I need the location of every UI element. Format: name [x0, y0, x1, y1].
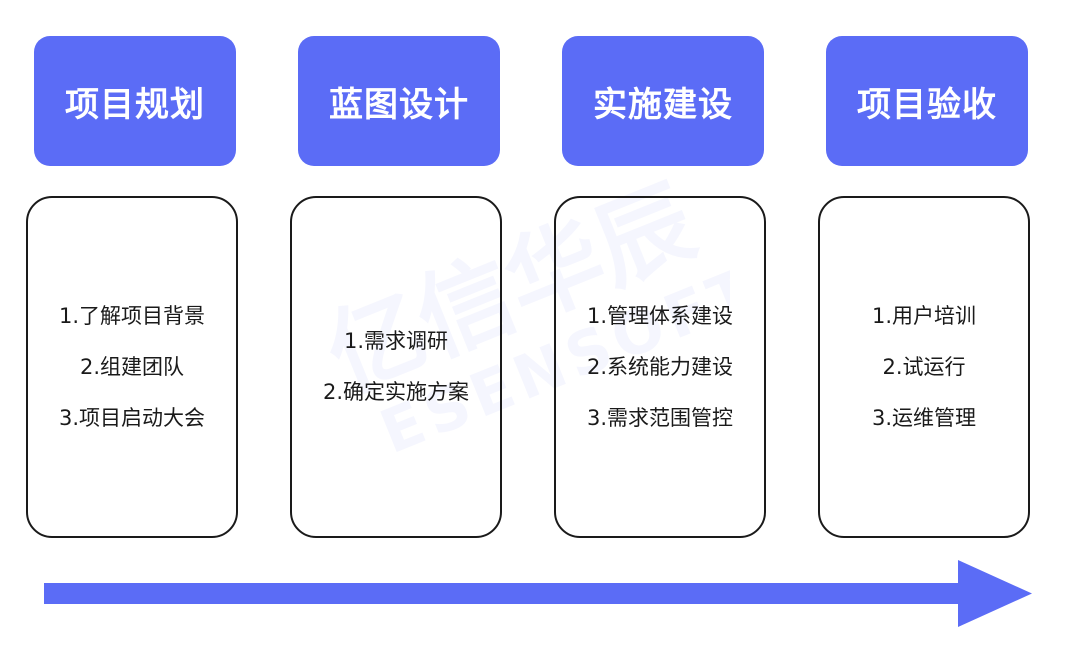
progress-arrow	[44, 560, 1032, 627]
stage-item: 1.用户培训	[871, 303, 977, 328]
stage-item: 3.运维管理	[871, 405, 977, 430]
stage-box-implementation: 1.管理体系建设 2.系统能力建设 3.需求范围管控	[554, 196, 766, 538]
stage-item: 2.确定实施方案	[322, 380, 470, 404]
stage-title: 项目验收	[857, 84, 997, 125]
stage-box-blueprint: 1.需求调研 2.确定实施方案	[290, 196, 502, 538]
stage-title: 实施建设	[593, 84, 733, 125]
stage-item: 1.管理体系建设	[586, 303, 734, 328]
stage-item: 1.需求调研	[343, 329, 449, 353]
stage-item: 2.试运行	[882, 354, 966, 379]
stage-item: 3.项目启动大会	[58, 405, 206, 430]
stage-header-planning: 项目规划	[34, 36, 236, 166]
progress-arrow-head	[958, 560, 1032, 627]
stage-item: 1.了解项目背景	[58, 303, 206, 328]
stage-box-planning: 1.了解项目背景 2.组建团队 3.项目启动大会	[26, 196, 238, 538]
stage-title: 项目规划	[65, 84, 205, 125]
stage-header-blueprint: 蓝图设计	[298, 36, 500, 166]
stage-item: 3.需求范围管控	[586, 405, 734, 430]
stage-header-acceptance: 项目验收	[826, 36, 1028, 166]
stage-box-acceptance: 1.用户培训 2.试运行 3.运维管理	[818, 196, 1030, 538]
stage-item: 2.系统能力建设	[586, 354, 734, 379]
stage-header-implementation: 实施建设	[562, 36, 764, 166]
progress-arrow-shaft	[44, 583, 964, 604]
stage-title: 蓝图设计	[329, 84, 469, 125]
stage-item: 2.组建团队	[79, 354, 185, 379]
